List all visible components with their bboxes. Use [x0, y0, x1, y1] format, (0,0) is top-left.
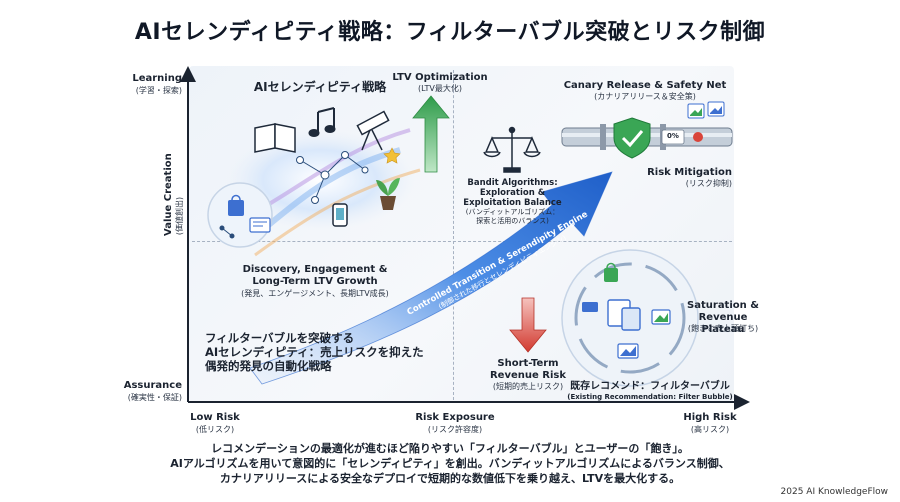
smartphone-icon [332, 203, 348, 227]
short-term-label-2: Revenue Risk [489, 370, 566, 381]
y-axis-title-sub: (価値創出) [175, 196, 184, 236]
canary-pipeline [561, 101, 733, 159]
plant-icon [376, 178, 400, 210]
bandit-label-3: Exploitation Balance [463, 198, 562, 208]
caption-line-2: AIアルゴリズムを用いて意図的に「セレンディピティ」を創出。バンディットアルゴリ… [170, 457, 730, 470]
existing-recommendation-sublabel: (Existing Recommendation: Filter Bubble) [567, 393, 733, 401]
y-axis-bottom-label: Assurance [123, 380, 182, 391]
y-axis-title: Value Creation (価値創出) [154, 153, 194, 236]
y-axis-title-text: Value Creation [163, 153, 174, 236]
scale-icon [483, 126, 541, 173]
caption-line-1: レコメンデーションの最適化が進むほど陥りやすい「フィルターバブル」とユーザーの「… [211, 442, 689, 455]
short-term-sublabel: (短期的売上リスク) [492, 382, 564, 391]
caption-line-3: カナリアリリースによる安全なデプロイで短期的な数値低下を乗り越え、LTVを最大化… [219, 472, 681, 485]
discovery-label-2: Long-Term LTV Growth [252, 276, 378, 287]
image-card-icon [687, 101, 725, 119]
x-axis-center-sublabel: (リスク許容度) [427, 425, 483, 434]
y-axis-bottom-sublabel: (確実性・保証) [127, 393, 182, 402]
saturation-label-1: Saturation & [687, 300, 759, 311]
risk-mitigation-label: Risk Mitigation [647, 167, 732, 178]
strategy-line-1: フィルターバブルを突破する [205, 331, 355, 345]
page-title: AIセレンディピティ戦略：フィルターバブル突破とリスク制御 [134, 20, 766, 45]
discovery-sublabel: (発見、エンゲージメント、長期LTV成長) [241, 289, 389, 298]
canary-sublabel: (カナリアリリース＆安全策) [594, 92, 696, 101]
strategy-line-2: AIセレンディピティ：売上リスクを抑えた [205, 345, 424, 359]
strategy-summary: フィルターバブルを突破する AIセレンディピティ：売上リスクを抑えた 偶発的発見… [205, 331, 435, 373]
ltv-up-arrow [412, 95, 450, 173]
bandit-sublabel-2: 探索と活用のバランス) [476, 217, 549, 225]
serendipity-illustration [207, 107, 421, 257]
serendipity-engine-arrow [249, 171, 613, 385]
star-icon [383, 147, 401, 164]
ltv-label: LTV Optimization [392, 72, 488, 83]
x-axis-center-label: Risk Exposure [415, 412, 495, 423]
x-axis-left-label: Low Risk [190, 412, 240, 423]
book-icon [254, 123, 296, 153]
canary-percent: 0% [667, 132, 679, 140]
bandit-label-1: Bandit Algorithms: [467, 178, 558, 188]
filter-bubble-illustration [561, 249, 699, 387]
existing-recommendation-label: 既存レコメンド：フィルターバブル [570, 381, 730, 392]
canary-label: Canary Release & Safety Net [563, 80, 727, 91]
bandit-label: Bandit Algorithms: Exploration & Exploit… [455, 178, 570, 226]
ltv-sublabel: (LTV最大化) [418, 84, 462, 93]
y-axis-top-sublabel: (学習・探索) [135, 86, 182, 95]
music-note-icon [308, 107, 336, 137]
bandit-label-2: Exploration & [479, 188, 546, 198]
horizontal-divider [192, 241, 732, 242]
bandit-sublabel-1: (バンディットアルゴリズム： [465, 208, 560, 216]
discovery-label-1: Discovery, Engagement & [242, 264, 388, 275]
vertical-divider [453, 70, 454, 400]
x-axis-left-sublabel: (低リスク) [195, 425, 235, 434]
y-axis-top-label: Learning [132, 73, 182, 84]
shopping-bag-icon [228, 194, 244, 216]
x-axis-right-label: High Risk [683, 412, 737, 423]
saturation-sublabel: (飽きと売上頭打ち) [687, 324, 759, 333]
telescope-icon [356, 110, 390, 151]
document-icon [249, 217, 271, 233]
serendipity-title: AIセレンディピティ戦略 [253, 80, 387, 94]
network-icon [219, 225, 235, 239]
shield-check-icon [613, 117, 651, 159]
short-term-label-1: Short-Term [497, 358, 559, 369]
footer-credit: 2025 AI KnowledgeFlow [780, 487, 888, 497]
risk-mitigation-sublabel: (リスク抑制) [685, 179, 732, 188]
saturation-label-2: Revenue Plateau [698, 312, 748, 335]
short-term-down-arrow [509, 297, 547, 353]
strategy-line-3: 偶発的発見の自動化戦略 [205, 359, 332, 373]
x-axis-right-sublabel: (高リスク) [690, 425, 730, 434]
